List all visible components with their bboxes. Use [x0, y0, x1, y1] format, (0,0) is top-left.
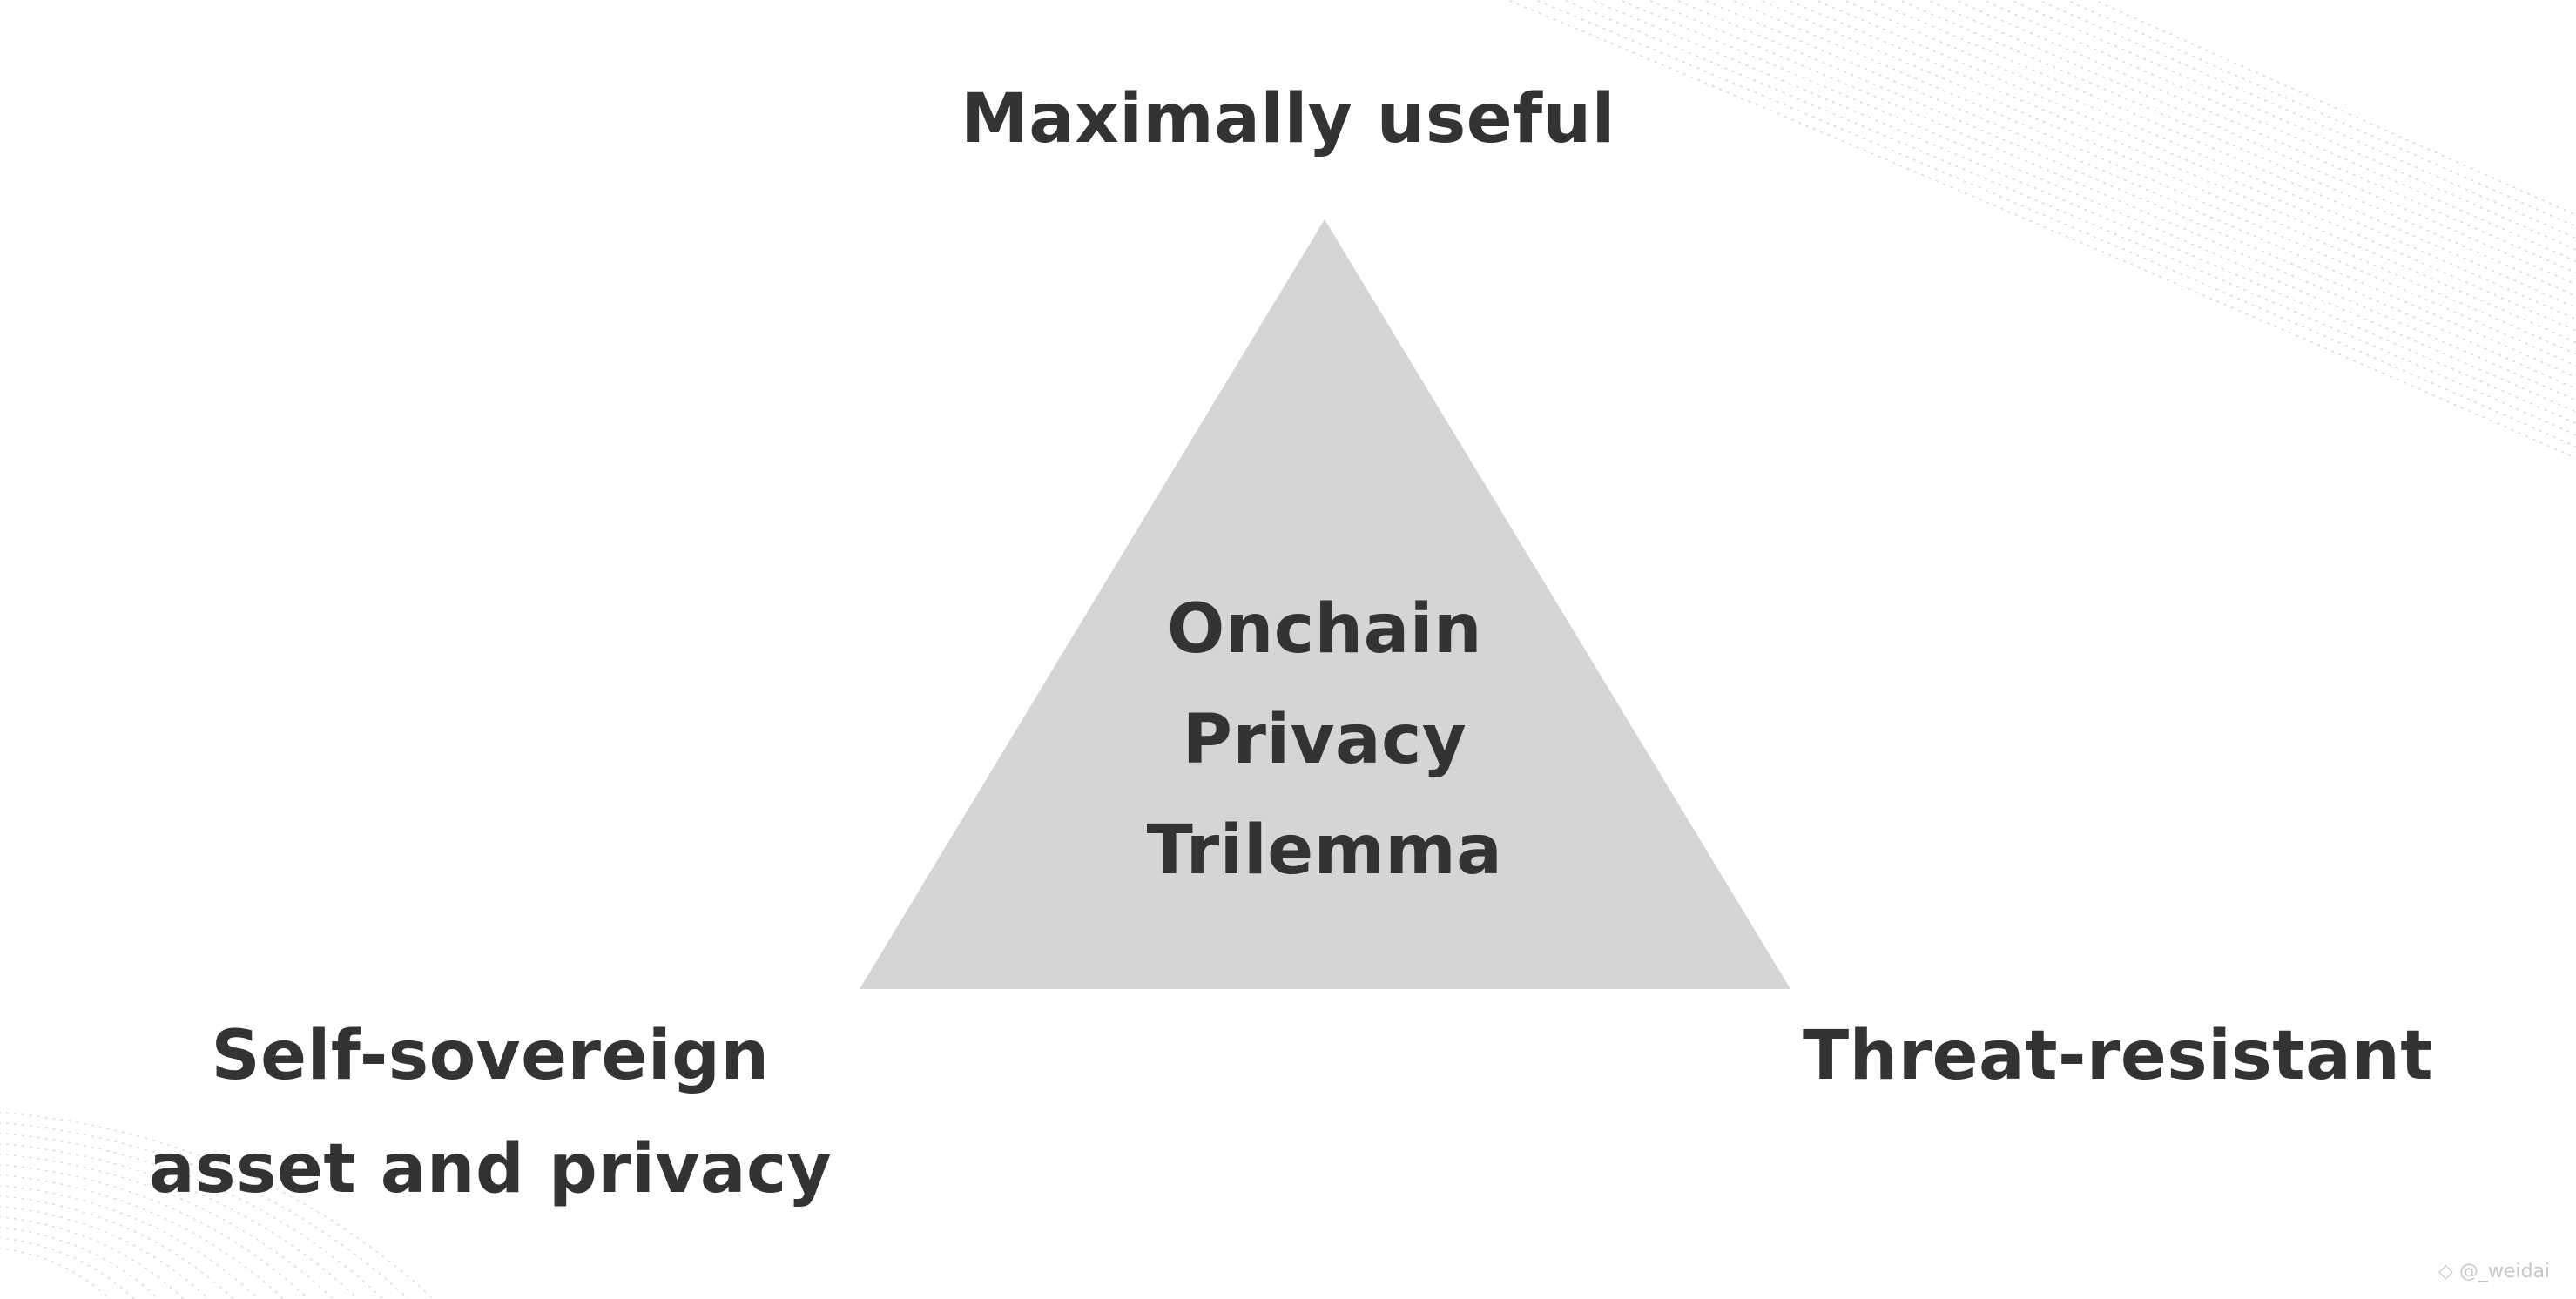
vertex-label-top: Maximally useful — [853, 63, 1723, 176]
vertex-label-bottom-right: Threat-resistant — [1770, 999, 2466, 1113]
vertex-bottom-left-line-1: Self-sovereign — [211, 1017, 770, 1095]
center-title-line-2: Privacy — [1182, 701, 1467, 779]
center-title: Onchain Privacy Trilemma — [1063, 575, 1586, 906]
center-title-line-3: Trilemma — [1146, 811, 1503, 890]
vertex-bottom-right-line: Threat-resistant — [1802, 1017, 2434, 1095]
vertex-label-bottom-left: Self-sovereign asset and privacy — [98, 999, 882, 1226]
vertex-bottom-left-line-2: asset and privacy — [148, 1130, 833, 1208]
center-title-line-1: Onchain — [1166, 590, 1482, 669]
watermark: ◇ @_weidai — [2438, 1261, 2550, 1282]
diamond-logo-icon: ◇ — [2438, 1261, 2453, 1282]
watermark-text: @_weidai — [2458, 1261, 2551, 1282]
vertex-top-line: Maximally useful — [961, 80, 1615, 158]
